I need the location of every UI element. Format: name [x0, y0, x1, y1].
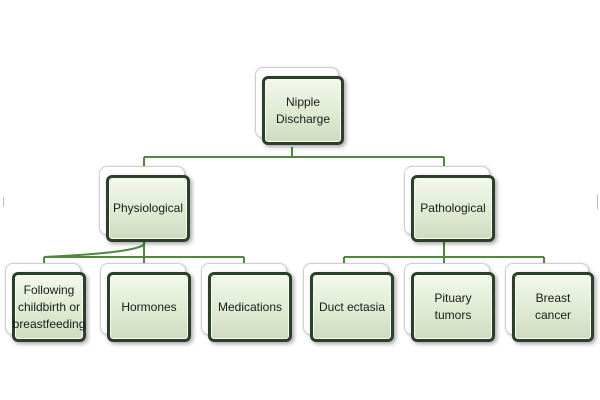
node-box: Pituary tumors [411, 272, 495, 342]
node-box: Nipple Discharge [262, 76, 344, 145]
node-box: Medications [208, 272, 292, 342]
node-label-medications: Medications [217, 299, 283, 314]
node-label-hormones: Hormones [121, 299, 177, 314]
node-label-breast-cancer: Breast cancer [534, 291, 572, 322]
node-duct-ectasia: Duct ectasia [303, 263, 394, 342]
node-physiological: Physiological [99, 166, 190, 242]
node-box: Pathological [411, 175, 495, 242]
connector-root-to-branches [143, 147, 445, 175]
right-edge-marker [597, 195, 600, 209]
node-box: Physiological [106, 175, 190, 242]
node-label-following-childbirth: Following childbirth or breastfeeding [12, 282, 86, 331]
node-hormones: Hormones [100, 263, 191, 342]
node-label-pathological: Pathological [420, 201, 486, 215]
node-root: Nipple Discharge [255, 67, 344, 145]
node-label-pituary-tumors: Pituary tumors [434, 291, 472, 322]
node-breast-cancer: Breast cancer [505, 263, 594, 342]
node-label-duct-ectasia: Duct ectasia [318, 299, 386, 314]
left-edge-marker [0, 197, 4, 207]
node-pituary-tumors: Pituary tumors [404, 263, 495, 342]
node-box: Duct ectasia [310, 272, 394, 342]
node-label-nipple-discharge: Nipple Discharge [275, 94, 331, 126]
node-box: Hormones [107, 272, 191, 342]
node-box: Breast cancer [512, 272, 594, 342]
node-pathological: Pathological [404, 166, 495, 242]
node-medications: Medications [201, 263, 292, 342]
node-label-physiological: Physiological [112, 201, 184, 215]
node-box: Following childbirth or breastfeeding [12, 272, 86, 342]
node-following-childbirth: Following childbirth or breastfeeding [5, 263, 86, 342]
